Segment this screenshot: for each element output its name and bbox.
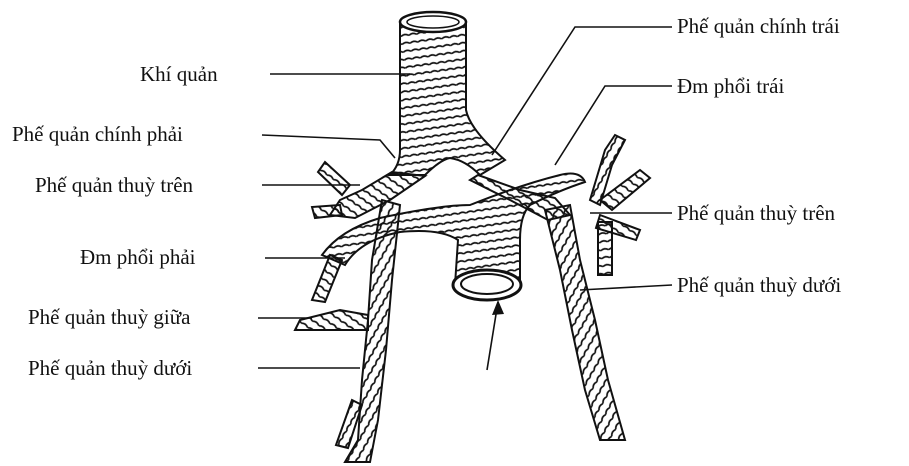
label-left-upper-bronchus: Phế quản thuỳ trên: [677, 201, 835, 225]
pulmonary-artery-shape: [312, 174, 585, 302]
label-left-pulmonary-artery: Đm phổi trái: [677, 74, 784, 98]
label-right-main-bronchus: Phế quản chính phải: [12, 122, 183, 146]
label-right-pulmonary-artery: Đm phổi phải: [80, 245, 196, 269]
arrow-head: [492, 300, 504, 315]
label-trachea: Khí quản: [140, 62, 218, 86]
label-right-middle-bronchus: Phế quản thuỳ giữa: [28, 305, 190, 329]
label-left-lower-bronchus: Phế quản thuỳ dưới: [677, 273, 841, 297]
label-left-main-bronchus: Phế quản chính trái: [677, 14, 840, 38]
label-right-upper-bronchus: Phế quản thuỳ trên: [35, 173, 193, 197]
leader-right-main-bronchus: [262, 135, 395, 158]
leader-left-lower-bronchus: [580, 285, 672, 290]
label-right-lower-bronchus: Phế quản thuỳ dưới: [28, 356, 192, 380]
trachea-shape: [390, 12, 505, 175]
leader-left-main-bronchus: [492, 27, 672, 155]
